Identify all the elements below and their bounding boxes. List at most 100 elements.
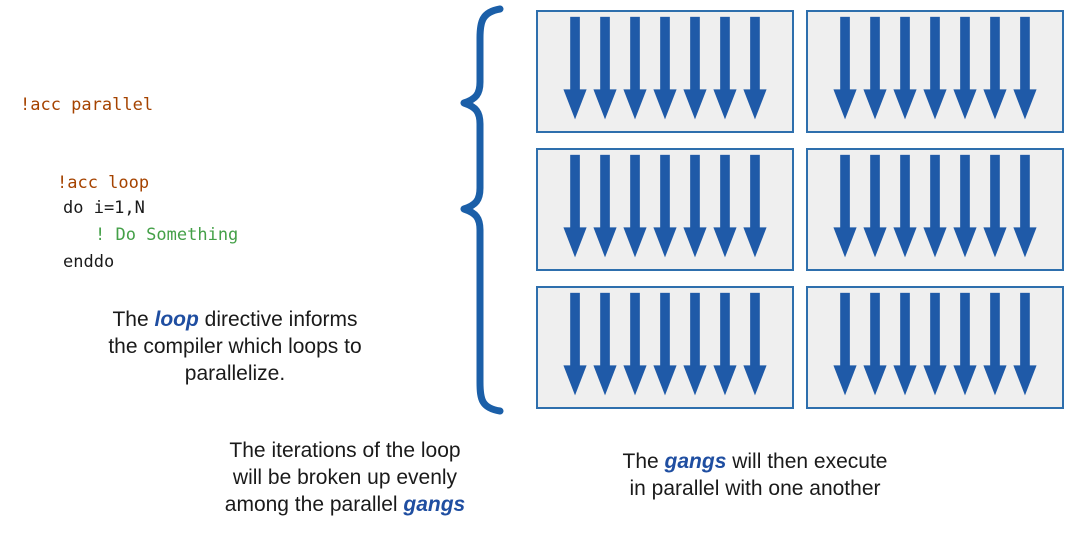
caption-line: parallelize.: [184, 362, 286, 385]
arrow-head: [683, 365, 707, 396]
arrow-shaft: [750, 154, 760, 230]
arrow-head: [983, 89, 1007, 120]
keyword-loop: loop: [154, 308, 199, 331]
arrow-head: [653, 227, 677, 258]
arrow-shaft: [960, 16, 970, 92]
arrow-head: [623, 365, 647, 396]
arrow-shaft: [600, 154, 610, 230]
caption-line: The gangs will then execute: [570, 448, 940, 475]
arrow-shaft: [840, 16, 850, 92]
arrow-head: [653, 365, 677, 396]
arrow-head: [923, 227, 947, 258]
caption-line: in parallel with one another: [629, 477, 881, 500]
arrow-head: [863, 365, 887, 396]
code-line-acc-loop: !acc loop: [57, 173, 150, 193]
arrow-shaft: [630, 16, 640, 92]
arrow-head: [953, 365, 977, 396]
arrow-shaft: [690, 292, 700, 368]
gang-box: [806, 148, 1064, 271]
arrow-head: [683, 89, 707, 120]
arrow-shaft: [750, 16, 760, 92]
arrow-shaft: [570, 16, 580, 92]
arrow-shaft: [570, 154, 580, 230]
arrow-shaft: [1020, 16, 1030, 92]
arrow-head: [563, 227, 587, 258]
arrow-head: [713, 227, 737, 258]
arrow-head: [1013, 365, 1037, 396]
arrow-head: [683, 227, 707, 258]
arrow-head: [953, 89, 977, 120]
arrow-head: [653, 89, 677, 120]
arrow-shaft: [690, 16, 700, 92]
arrow-shaft: [900, 154, 910, 230]
code-line-do: do i=1,N: [63, 198, 145, 218]
gang-box: [536, 286, 794, 409]
gang-box: [536, 10, 794, 133]
caption-line: among the parallel gangs: [165, 491, 525, 518]
arrow-head: [593, 89, 617, 120]
arrow-shaft: [630, 154, 640, 230]
caption-loop-directive: The loop directive informs the compiler …: [60, 306, 410, 387]
arrow-shaft: [660, 16, 670, 92]
caption-text: The: [112, 308, 155, 331]
caption-line: will be broken up evenly: [232, 466, 458, 489]
keyword-gangs: gangs: [664, 450, 727, 473]
arrow-shaft: [720, 292, 730, 368]
arrow-head: [923, 89, 947, 120]
gang-box: [806, 286, 1064, 409]
arrow-head: [563, 365, 587, 396]
code-line-enddo: enddo: [63, 252, 115, 272]
arrow-shaft: [600, 16, 610, 92]
arrow-head: [863, 227, 887, 258]
arrow-head: [713, 365, 737, 396]
keyword-gangs: gangs: [403, 493, 466, 516]
arrow-head: [623, 89, 647, 120]
gang-box: [536, 148, 794, 271]
arrow-shaft: [960, 292, 970, 368]
arrow-shaft: [990, 154, 1000, 230]
code-line-comment: ! Do Something: [95, 225, 239, 245]
arrow-shaft: [630, 292, 640, 368]
caption-line: The loop directive informs: [60, 306, 410, 333]
arrow-head: [953, 227, 977, 258]
arrow-shaft: [690, 154, 700, 230]
arrow-shaft: [750, 292, 760, 368]
arrow-head: [743, 89, 767, 120]
arrow-head: [833, 365, 857, 396]
arrow-head: [623, 227, 647, 258]
arrow-head: [893, 89, 917, 120]
arrow-shaft: [840, 154, 850, 230]
arrow-shaft: [930, 154, 940, 230]
caption-text: among the parallel: [224, 493, 404, 516]
arrow-shaft: [990, 292, 1000, 368]
arrow-shaft: [1020, 292, 1030, 368]
arrow-shaft: [1020, 154, 1030, 230]
arrow-shaft: [840, 292, 850, 368]
iteration-arrows: [563, 154, 767, 258]
arrow-head: [1013, 227, 1037, 258]
arrow-head: [833, 89, 857, 120]
iteration-arrows: [833, 292, 1037, 396]
arrow-shaft: [870, 154, 880, 230]
arrow-head: [893, 365, 917, 396]
arrow-shaft: [720, 16, 730, 92]
arrow-head: [593, 227, 617, 258]
arrow-shaft: [870, 292, 880, 368]
arrow-shaft: [660, 154, 670, 230]
iteration-arrows: [833, 16, 1037, 120]
iteration-arrows: [833, 154, 1037, 258]
caption-text: directive informs: [198, 308, 358, 331]
arrow-head: [983, 227, 1007, 258]
curly-brace-icon: [460, 5, 504, 415]
arrow-shaft: [930, 16, 940, 92]
arrow-head: [863, 89, 887, 120]
arrow-shaft: [600, 292, 610, 368]
arrow-head: [593, 365, 617, 396]
arrow-head: [563, 89, 587, 120]
iteration-arrows: [563, 292, 767, 396]
gang-grid: [536, 10, 1064, 409]
arrow-shaft: [720, 154, 730, 230]
caption-line: The iterations of the loop: [229, 439, 461, 462]
iteration-arrows: [563, 16, 767, 120]
